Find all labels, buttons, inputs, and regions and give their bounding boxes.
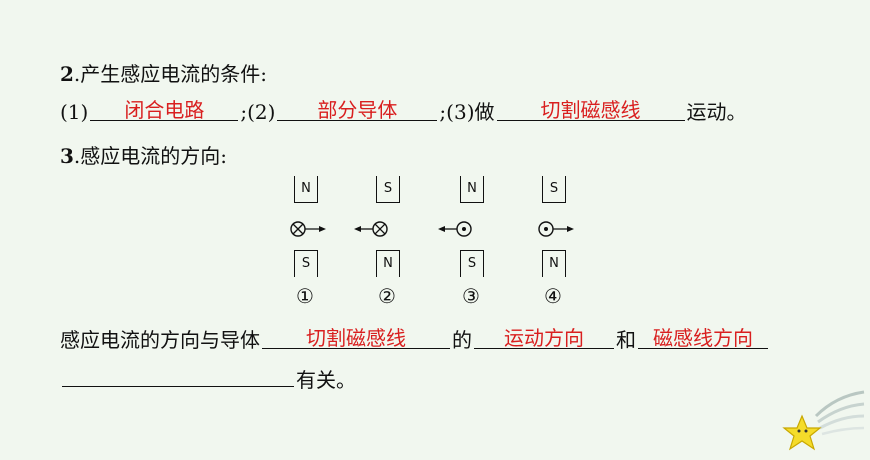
conclusion-mid-2: 和 bbox=[616, 328, 636, 352]
answer-field-direction: 磁感线方向 bbox=[653, 326, 753, 350]
wire-out-right-4 bbox=[538, 221, 574, 237]
item-1-label: (1) bbox=[60, 100, 89, 124]
case-label-3: ③ bbox=[462, 284, 480, 308]
conclusion-prefix: 感应电流的方向与导体 bbox=[60, 328, 260, 352]
conclusion-mid-1: 的 bbox=[452, 328, 472, 352]
case-label-1: ① bbox=[296, 284, 314, 308]
item-2-label: ;(2) bbox=[240, 100, 276, 124]
section-2-title: .产生感应电流的条件: bbox=[73, 62, 268, 86]
magnet-bottom-4: N bbox=[542, 250, 566, 277]
case-4: S N ④ bbox=[532, 172, 574, 312]
magnet-bottom-1: S bbox=[294, 250, 318, 277]
item-3-label: ;(3)做 bbox=[439, 100, 495, 124]
answer-part-conductor: 部分导体 bbox=[317, 98, 398, 122]
wire-out-left-3 bbox=[438, 221, 472, 237]
case-1: N S ① bbox=[284, 172, 326, 312]
magnet-bottom-3: S bbox=[460, 250, 484, 277]
magnet-top-1: N bbox=[294, 176, 318, 203]
conditions-line: (1) 闭合电路 ;(2) 部分导体 ;(3)做 切割磁感线 运动。 bbox=[60, 98, 747, 126]
wire-into-left-2 bbox=[354, 221, 388, 237]
blank-3: 切割磁感线 bbox=[496, 98, 685, 122]
magnet-top-3: N bbox=[460, 176, 484, 203]
magnet-top-4: S bbox=[542, 176, 566, 203]
section-3-heading: 3.感应电流的方向: bbox=[60, 142, 227, 170]
case-label-2: ② bbox=[378, 284, 396, 308]
case-3: N S ③ bbox=[438, 172, 490, 312]
blank-4: 切割磁感线 bbox=[262, 326, 450, 349]
blank-1: 闭合电路 bbox=[90, 98, 239, 122]
conditions-tail: 运动。 bbox=[686, 100, 747, 124]
shooting-star-icon bbox=[782, 390, 865, 451]
conclusion-line-2: 有关。 bbox=[60, 364, 356, 394]
magnet-bottom-2: N bbox=[376, 250, 400, 277]
case-2: S N ② bbox=[354, 172, 406, 312]
wire-into-right-1 bbox=[290, 221, 326, 237]
blank-7-continuation bbox=[62, 364, 294, 387]
answer-motion-direction: 运动方向 bbox=[504, 326, 584, 350]
answer-cut-field-lines-2: 切割磁感线 bbox=[306, 326, 406, 350]
blank-5: 运动方向 bbox=[474, 326, 614, 349]
section-2-number: 2 bbox=[60, 62, 74, 86]
section-3-title: .感应电流的方向: bbox=[73, 144, 228, 168]
magnet-top-2: S bbox=[376, 176, 400, 203]
answer-cut-field-lines: 切割磁感线 bbox=[540, 98, 641, 122]
blank-6: 磁感线方向 bbox=[638, 326, 768, 349]
conclusion-line-1: 感应电流的方向与导体 切割磁感线 的 运动方向 和磁感线方向 bbox=[60, 326, 770, 354]
conclusion-suffix: 有关。 bbox=[296, 368, 356, 392]
induction-diagram: N S ① S N ② N S ③ bbox=[270, 172, 590, 312]
case-label-4: ④ bbox=[544, 284, 562, 308]
answer-closed-circuit: 闭合电路 bbox=[124, 98, 205, 122]
section-2-heading: 2.产生感应电流的条件: bbox=[60, 60, 267, 88]
section-3-number: 3 bbox=[60, 144, 74, 168]
blank-2: 部分导体 bbox=[277, 98, 438, 122]
